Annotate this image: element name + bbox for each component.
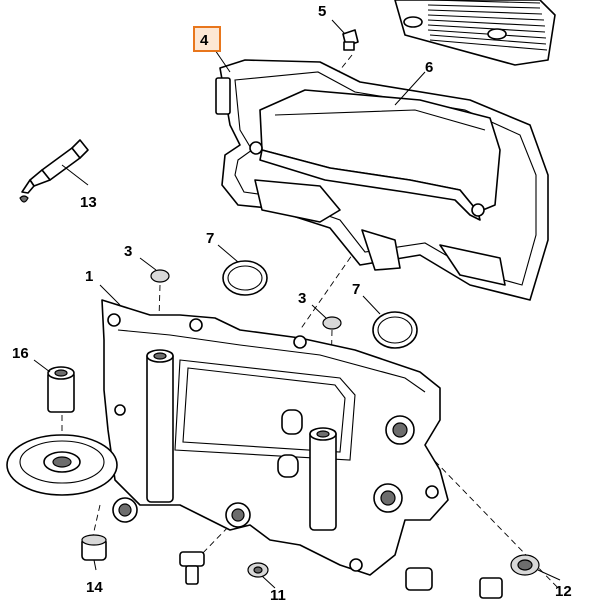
callout-11[interactable]: 11 (270, 587, 286, 600)
callout-3-right[interactable]: 3 (298, 290, 306, 307)
filter-cap-base (6, 434, 118, 496)
callout-7-upper[interactable]: 7 (206, 230, 214, 247)
oil-filter-housing (101, 299, 449, 576)
callout-7-lower[interactable]: 7 (352, 281, 360, 298)
callout-1[interactable]: 1 (85, 268, 93, 285)
callout-4: 4 (200, 32, 209, 49)
callout-labels: 5 6 13 7 3 1 3 7 16 14 11 12 (12, 3, 572, 600)
sealant-tube (19, 139, 89, 203)
cooler-housing-cover (249, 89, 501, 221)
washer-11 (247, 562, 269, 578)
drain-plug-14 (81, 534, 107, 561)
leader-lines (33, 19, 561, 589)
highlight-callout-4[interactable]: 4 (193, 26, 221, 52)
bolt (342, 29, 359, 51)
plug-lower-right (405, 567, 503, 599)
callout-12[interactable]: 12 (555, 583, 572, 600)
callout-3-left[interactable]: 3 (124, 243, 132, 260)
filter-element (47, 366, 75, 413)
washer-12 (510, 554, 540, 576)
callout-14[interactable]: 14 (86, 579, 103, 596)
oil-cooler (394, 0, 556, 66)
small-seals (150, 269, 342, 330)
sensor-plug (179, 551, 205, 585)
callout-5[interactable]: 5 (318, 3, 326, 20)
callout-13[interactable]: 13 (80, 194, 97, 211)
callout-6[interactable]: 6 (425, 59, 433, 76)
o-rings (222, 260, 418, 349)
highlight-frame (193, 26, 221, 52)
callout-16[interactable]: 16 (12, 345, 29, 362)
